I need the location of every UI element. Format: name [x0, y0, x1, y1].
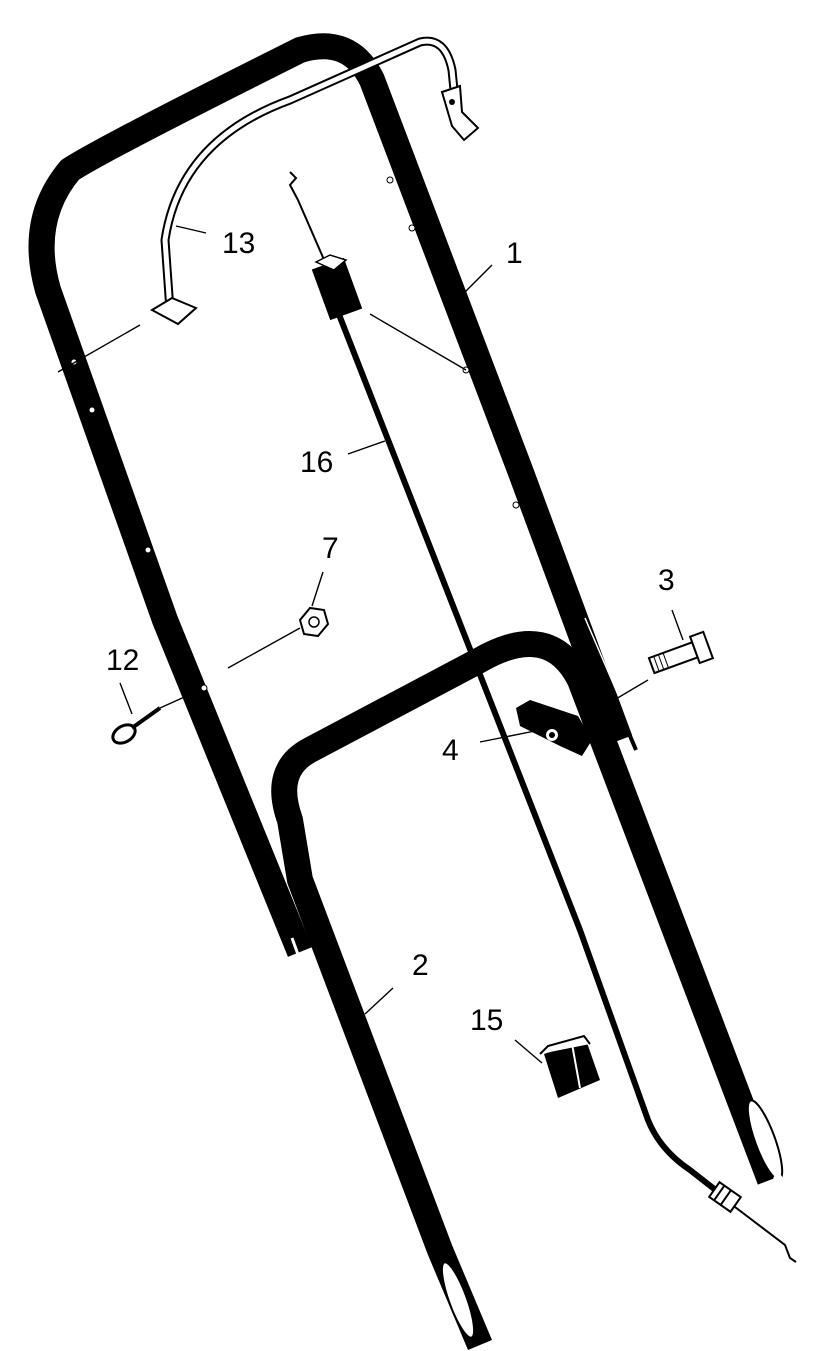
leader-13: [175, 225, 207, 234]
handle-knob: [516, 700, 592, 756]
assembly-lines: [57, 313, 649, 713]
leader-1: [464, 264, 493, 293]
leader-12: [119, 682, 133, 715]
upper-handle: [28, 33, 633, 961]
callout-4: 4: [442, 734, 459, 767]
carriage-bolt: [647, 630, 715, 675]
eye-bolt: [111, 706, 162, 745]
leader-15: [514, 1039, 543, 1064]
callout-3: 3: [658, 564, 675, 597]
callout-12: 12: [106, 644, 139, 677]
callout-1: 1: [506, 237, 523, 270]
callout-labels: 1 2 3 4 7 12 13 15 16: [106, 227, 675, 1037]
leader-16: [347, 440, 386, 455]
leader-7: [311, 571, 324, 607]
leader-4: [479, 729, 541, 743]
callout-2: 2: [412, 949, 429, 982]
callout-16: 16: [300, 446, 333, 479]
leader-3: [671, 609, 684, 641]
hex-nut: [298, 606, 330, 638]
callout-leaders: [119, 225, 684, 1064]
cable-clip: [539, 1034, 600, 1098]
control-cable: [288, 171, 797, 1263]
callout-7: 7: [322, 532, 339, 565]
leader-2: [364, 987, 394, 1015]
callout-15: 15: [470, 1004, 503, 1037]
lower-handle: [271, 617, 784, 1351]
callout-13: 13: [222, 227, 255, 260]
control-bail: [149, 36, 480, 326]
